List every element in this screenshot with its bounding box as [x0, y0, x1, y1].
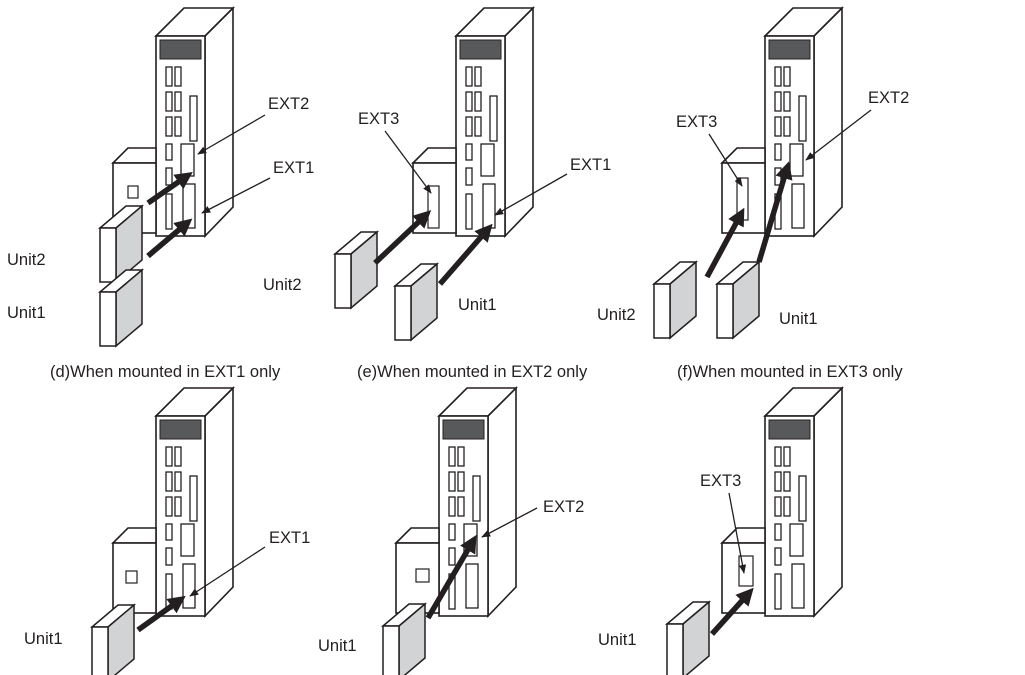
caption-e: (e)When mounted in EXT2 only — [357, 363, 588, 381]
unit-module-unit2 — [654, 262, 696, 338]
connector-label: EXT1 — [269, 529, 310, 547]
unit-label: Unit2 — [597, 306, 636, 324]
unit-module-unit1 — [667, 602, 709, 675]
caption-d: (d)When mounted in EXT1 only — [50, 363, 281, 381]
panel-top-3: EXT3 EXT2 Unit2 Unit1 — [597, 8, 909, 338]
connector-label: EXT1 — [570, 156, 611, 174]
connector-label: EXT2 — [868, 89, 909, 107]
connector-label: EXT2 — [543, 498, 584, 516]
unit-label: Unit2 — [263, 276, 302, 294]
servo-drive — [113, 8, 233, 236]
connector-label: EXT3 — [358, 110, 399, 128]
unit-label: Unit1 — [779, 310, 818, 328]
panel-f: EXT3 Unit1 — [598, 388, 842, 675]
panel-d: EXT1 Unit1 — [24, 388, 310, 675]
panel-top-2: EXT3 EXT1 Unit2 Unit1 — [263, 8, 611, 340]
connector-label: EXT2 — [268, 95, 309, 113]
panel-top-1: EXT2 EXT1 Unit2 Unit1 — [7, 8, 314, 346]
mount-arrow — [375, 215, 426, 263]
unit-label: Unit1 — [24, 630, 63, 648]
panel-e: EXT2 Unit1 — [318, 388, 584, 675]
unit-label: Unit1 — [458, 296, 497, 314]
unit-label: Unit1 — [598, 631, 637, 649]
unit-module-unit1 — [383, 604, 425, 675]
mount-arrow — [440, 229, 488, 284]
connector-label: EXT3 — [700, 472, 741, 490]
unit-module-unit1 — [92, 605, 134, 675]
unit-label: Unit1 — [318, 637, 357, 655]
servo-drive — [396, 388, 516, 616]
unit-label: Unit2 — [7, 251, 46, 269]
connector-label: EXT1 — [273, 159, 314, 177]
caption-f: (f)When mounted in EXT3 only — [677, 363, 903, 381]
unit-label: Unit1 — [7, 304, 46, 322]
unit-module-unit1 — [395, 264, 437, 340]
unit-module-unit2 — [335, 232, 377, 308]
unit-module-unit1 — [717, 262, 759, 338]
connector-label: EXT3 — [676, 113, 717, 131]
